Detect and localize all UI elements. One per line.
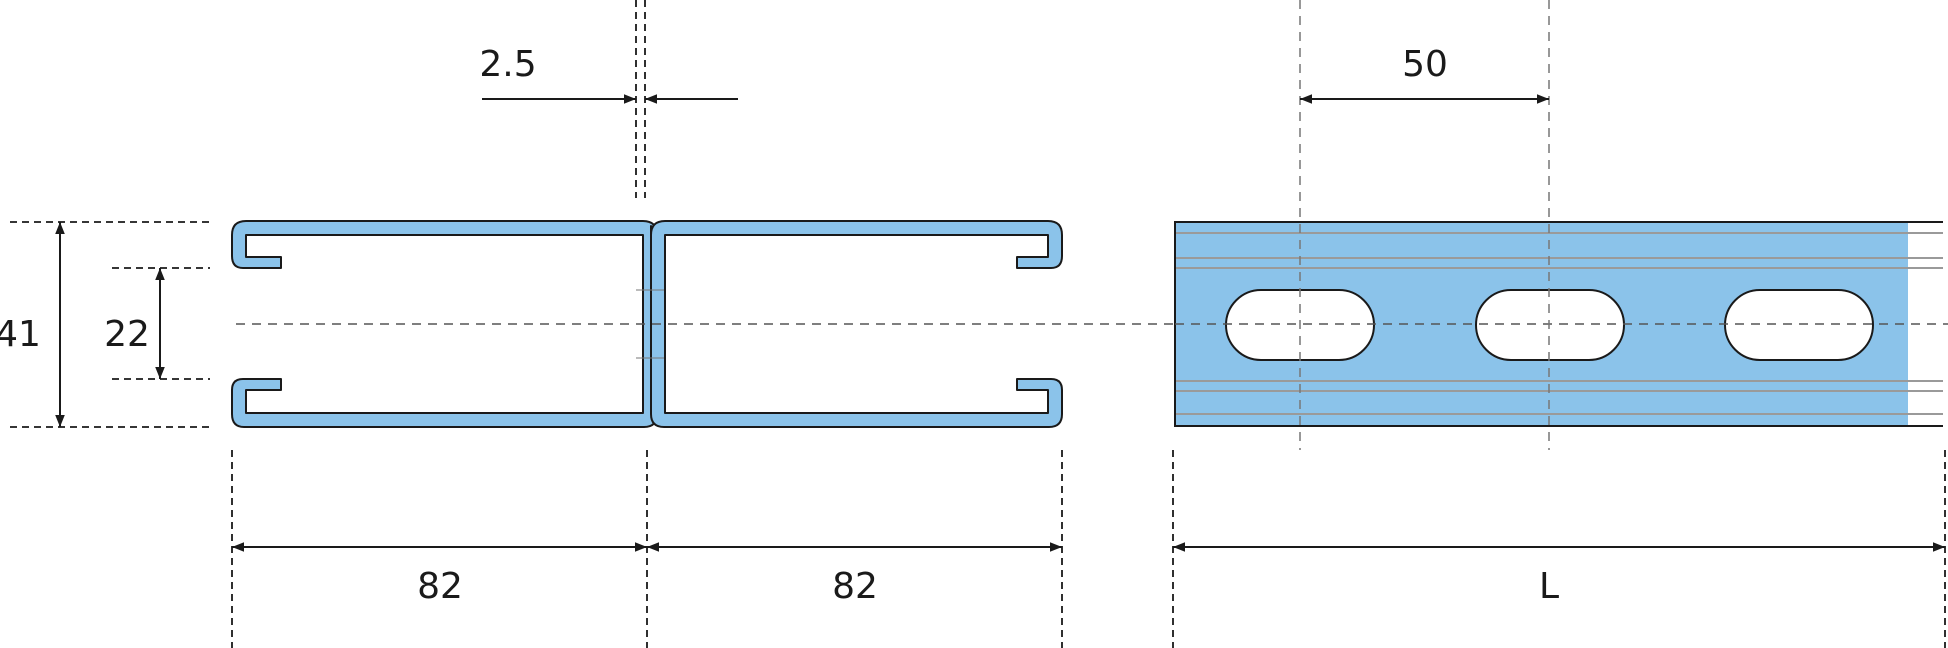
slot-hole <box>1475 289 1625 361</box>
strip-ribs <box>1175 232 1943 415</box>
slot-hole <box>1724 289 1874 361</box>
opening-dimension-label: 22 <box>104 314 150 355</box>
length-label: L <box>1539 566 1559 607</box>
pitch-dimension-label: 50 <box>1402 44 1448 85</box>
height-dimension-label: 41 <box>0 314 41 355</box>
side-view <box>1174 0 1948 450</box>
right-width-label: 82 <box>832 566 878 607</box>
left-width-label: 82 <box>417 566 463 607</box>
right-channel-profile <box>650 220 1063 428</box>
thickness-dimension-label: 2.5 <box>479 44 536 85</box>
dimension-lines <box>10 0 1946 648</box>
